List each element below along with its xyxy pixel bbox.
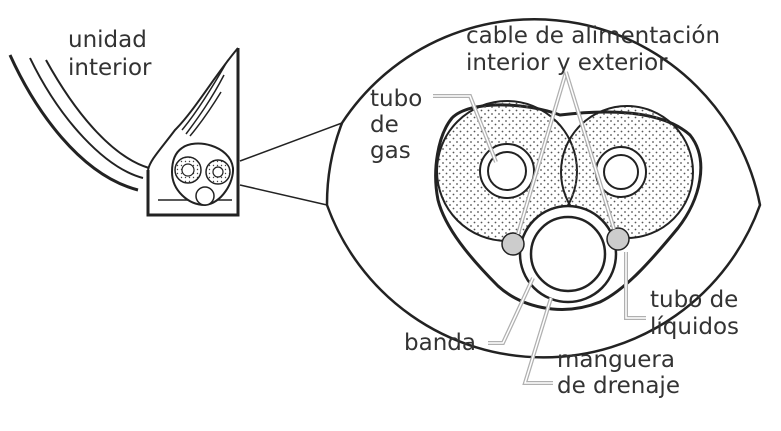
label-banda: banda	[404, 330, 476, 356]
label-unidad-interior: unidad interior	[68, 27, 154, 81]
leader-lines	[433, 71, 646, 385]
magnified-view-circle	[325, 18, 762, 359]
indoor-unit-drawing	[8, 47, 240, 217]
drain-hose	[518, 204, 618, 304]
power-cable-left	[501, 232, 525, 256]
label-tubo-gas: tubo de gas	[370, 86, 430, 164]
label-cable: cable de alimentación interior y exterio…	[466, 23, 727, 76]
zoom-connector-bottom	[239, 184, 328, 206]
zoom-connector-top	[239, 122, 343, 162]
label-manguera: manguera de drenaje	[557, 347, 682, 399]
gas-pipe	[436, 100, 578, 242]
power-cable-right	[606, 227, 630, 251]
small-cross-section	[170, 142, 235, 207]
label-tubo-liquidos: tubo de líquidos	[650, 287, 746, 340]
